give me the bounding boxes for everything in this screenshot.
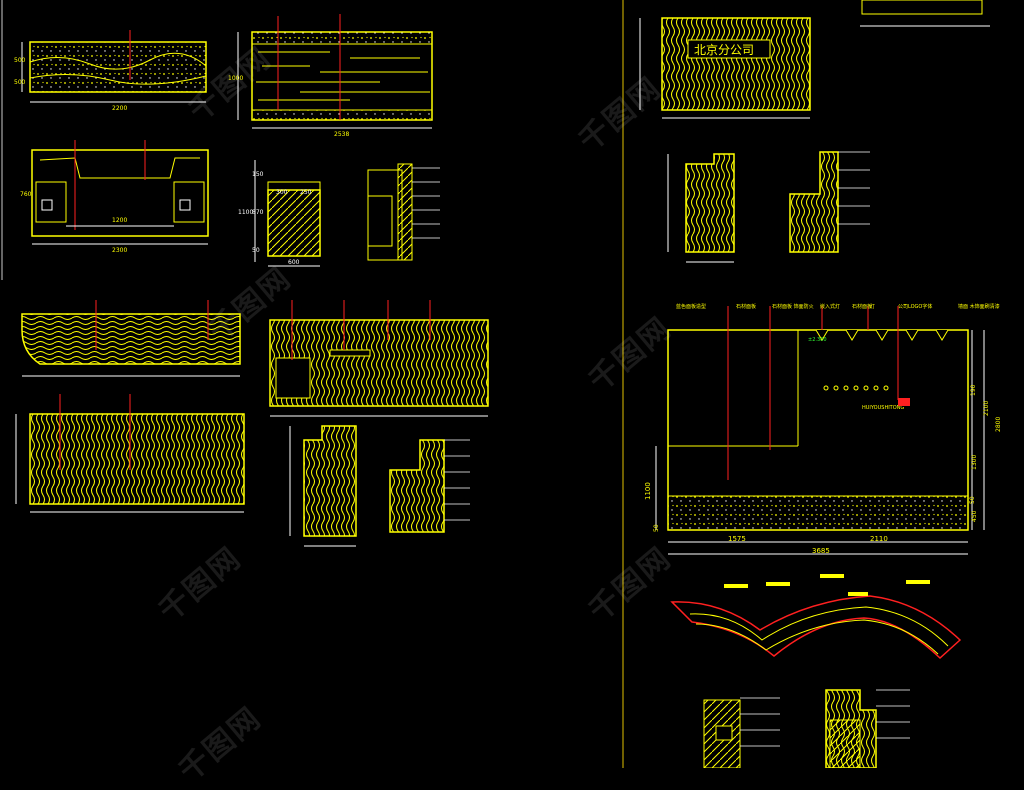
dim-side-w: 600 (288, 259, 300, 266)
annotation-7: 公司LOGO字体 (898, 303, 932, 310)
dim-main-h-corner: 50 (653, 524, 660, 532)
right-section-a (667, 153, 735, 263)
annotation-3: 石材面板 饰面防火 (772, 303, 814, 310)
curved-counter-plan (670, 574, 962, 660)
desk-detail-section (367, 163, 440, 261)
sign-company-name: 北京分公司 (694, 43, 754, 57)
counter-front-elevation (269, 300, 489, 417)
plank-panel-elevation: 2538 1000 (228, 14, 433, 138)
sign-wall-elevation: 北京分公司 (639, 17, 811, 119)
dim-main-h-left: 1100 (644, 482, 652, 500)
annotation-1: 蓝色面板造型 (676, 303, 706, 310)
dim-main-h-total: 2800 (995, 417, 1002, 432)
desk-side-section: 300 250 150 870 50 1100 600 (238, 160, 321, 267)
counter-side-section (289, 425, 357, 547)
dim-side-h3: 50 (252, 247, 260, 254)
annotation-5: 石材面板 (852, 303, 872, 310)
dim-main-right: 2110 (870, 535, 888, 543)
dim-main-left: 1575 (728, 535, 746, 543)
dim-main-total: 3685 (812, 547, 830, 555)
dim-top-left-width: 2200 (112, 105, 127, 112)
annotation-4: 嵌入式灯 (820, 303, 840, 310)
cad-drawing: 2200 500 500 2538 1000 2300 1200 (1, 0, 1002, 769)
wood-wall-elevation (15, 394, 245, 513)
level-mark: ±2.300 (808, 337, 827, 343)
counter-detail-section (389, 439, 470, 533)
bottom-section-a (703, 697, 780, 769)
dim-side-total-h: 1100 (238, 209, 253, 216)
annotation-2: 石材面板 (736, 303, 756, 310)
dim-top-left-h1: 500 (14, 57, 26, 64)
annotation-6: 灯 (870, 303, 875, 310)
dim-desk-mid: 1200 (112, 217, 127, 224)
dim-main-h-low: 450 (971, 510, 978, 522)
right-section-b (789, 151, 870, 253)
dim-side-h1: 150 (252, 171, 264, 178)
reception-main-elevation: HUIYOUSHITONG ±2.300 蓝色面板造型 石材面板 石材面板 饰面… (644, 303, 1002, 555)
stone-panel-elevation: 2200 500 500 (14, 30, 207, 112)
dim-plank-width: 2538 (334, 131, 349, 138)
dim-main-h-small: 50 (969, 496, 976, 504)
bottom-section-b (825, 689, 910, 769)
dim-top-left-h2: 500 (14, 79, 26, 86)
dim-plank-h: 1000 (228, 75, 243, 82)
dim-main-h-top: 190 (970, 384, 977, 396)
dim-main-h-mid: 1300 (971, 455, 978, 470)
wood-panel-elevation (21, 300, 241, 377)
dim-side-h2: 870 (252, 209, 264, 216)
dim-main-h-main: 2100 (983, 401, 990, 416)
brand-logo-text: HUIYOUSHITONG (862, 405, 904, 411)
annotation-8: 墙面 木饰面刷清漆 (958, 303, 1000, 310)
dim-desk-total: 2300 (112, 247, 127, 254)
dim-side-a: 300 (276, 189, 288, 196)
dim-desk-h: 760 (20, 191, 32, 198)
dim-side-b: 250 (300, 189, 312, 196)
cad-drawing-canvas: 2200 500 500 2538 1000 2300 1200 (1, 0, 1002, 789)
top-right-fragment (860, 0, 990, 27)
reception-desk-elevation: 2300 1200 760 (20, 140, 209, 254)
